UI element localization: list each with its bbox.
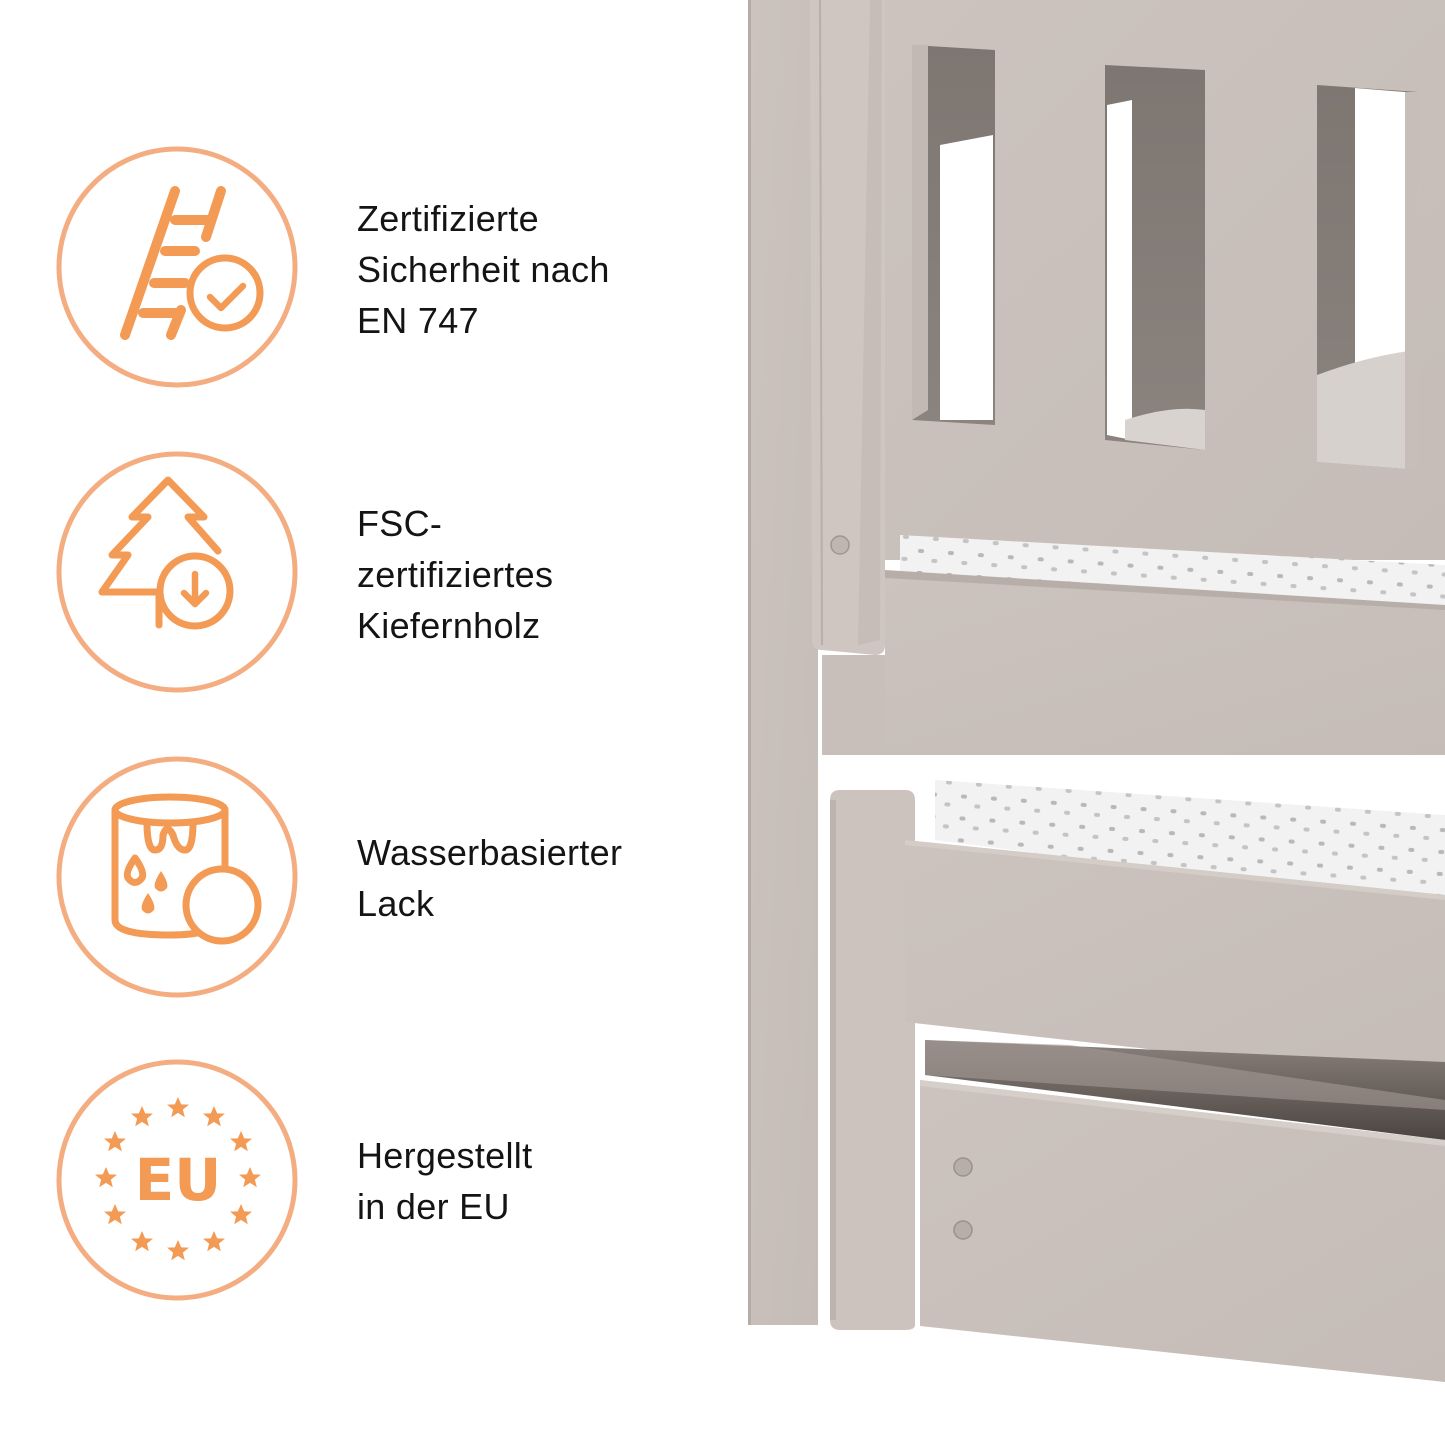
- svg-text:EU: EU: [135, 1146, 222, 1214]
- feature-label-line: Kiefernholz: [357, 605, 541, 646]
- feature-label: Wasserbasierter Lack: [357, 827, 622, 929]
- feature-label-line: in der EU: [357, 1186, 510, 1227]
- feature-water-lacquer: Wasserbasierter Lack: [0, 755, 740, 1015]
- ladder-check-icon: [55, 145, 299, 389]
- feature-label-line: Sicherheit nach: [357, 249, 610, 290]
- feature-label-line: Zertifizierte: [357, 198, 539, 239]
- feature-label: Zertifizierte Sicherheit nach EN 747: [357, 193, 610, 346]
- feature-fsc-wood: FSC- zertifiziertes Kiefernholz: [0, 450, 740, 710]
- feature-safety: Zertifizierte Sicherheit nach EN 747: [0, 145, 740, 405]
- feature-label: FSC- zertifiziertes Kiefernholz: [357, 498, 553, 651]
- feature-label-line: Wasserbasierter: [357, 832, 623, 873]
- feature-label-line: zertifiziertes: [357, 554, 554, 595]
- feature-label-line: Hergestellt: [357, 1135, 533, 1176]
- paint-can-drops-icon: [55, 755, 299, 999]
- feature-label-line: EN 747: [357, 300, 479, 341]
- feature-label-line: Lack: [357, 883, 435, 924]
- feature-label: Hergestellt in der EU: [357, 1130, 532, 1232]
- eu-stars-icon: EU: [55, 1058, 299, 1302]
- feature-made-in-eu: EU Hergestellt in der EU: [0, 1058, 740, 1318]
- product-image-bed: [740, 0, 1445, 1445]
- pine-tree-download-icon: [55, 450, 299, 694]
- feature-label-line: FSC-: [357, 503, 443, 544]
